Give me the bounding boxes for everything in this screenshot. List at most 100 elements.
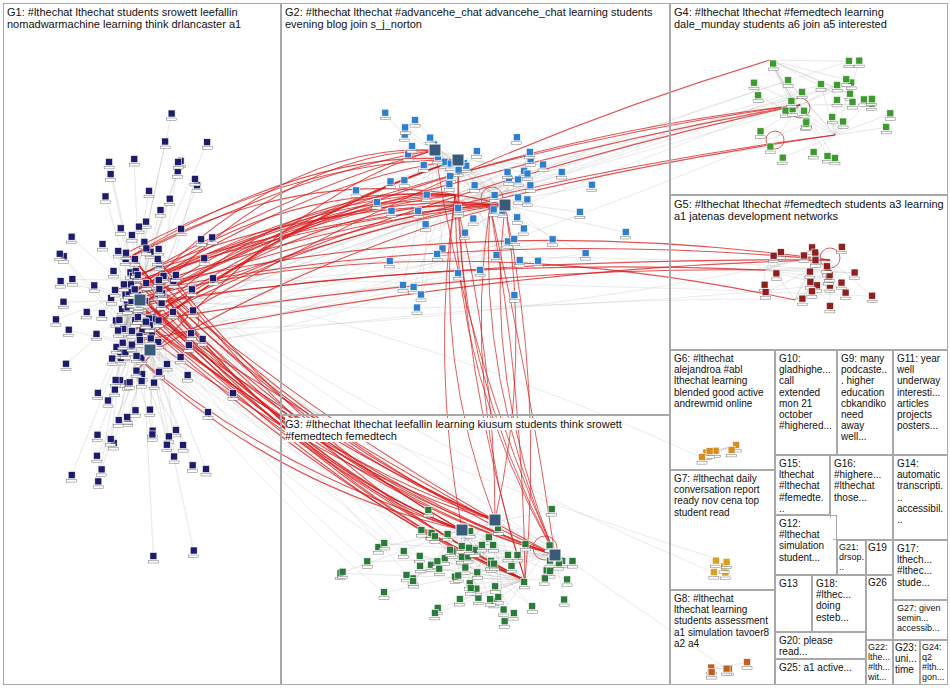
vertex (105, 397, 112, 404)
vertex (143, 218, 150, 225)
vertex (112, 377, 119, 384)
graph-red-edge (444, 195, 462, 530)
vertex-tag (822, 271, 832, 274)
vertex (818, 81, 825, 88)
vertex-tag (490, 591, 500, 594)
vertex-tag (697, 462, 707, 465)
group-label: G17: lthech... #lthec... stude... (897, 543, 944, 588)
vertex (520, 225, 527, 232)
vertex (422, 221, 429, 228)
vertex (131, 256, 138, 263)
vertex (111, 386, 118, 393)
vertex (164, 361, 171, 368)
vertex-tag (141, 326, 151, 329)
vertex (847, 90, 854, 97)
group-label: G15: lthechat #lthechat #femedte... (779, 458, 826, 514)
vertex (842, 289, 849, 296)
vertex (146, 406, 153, 413)
vertex (128, 341, 135, 348)
vertex (773, 270, 780, 277)
vertex-tag (122, 422, 132, 425)
vertex (834, 96, 841, 103)
graph-red-edge (137, 356, 463, 530)
vertex-tag (753, 100, 763, 103)
vertex-tag (468, 223, 478, 226)
graph-edge (435, 580, 525, 613)
vertex (131, 286, 138, 293)
group-label: G27: given semin... accessib... (897, 603, 944, 633)
vertex-tag (410, 125, 420, 128)
vertex-tag (575, 216, 585, 219)
graph-red-edge (481, 205, 525, 580)
vertex (102, 193, 109, 200)
vertex-tag (434, 573, 444, 576)
vertex-tag (509, 618, 519, 621)
vertex-tag (101, 201, 111, 204)
vertex (414, 304, 421, 311)
vertex-tag (379, 597, 389, 600)
group-label: G22: lthe... #lth... wit... (868, 642, 891, 682)
vertex-tag (778, 162, 788, 165)
vertex (493, 251, 500, 258)
vertex (851, 269, 858, 276)
group-label-wrap: G8: #lthechat lthechat learning students… (674, 593, 771, 649)
vertex-tag (768, 68, 778, 71)
vertex (789, 98, 796, 105)
vertex-tag (850, 277, 860, 280)
vertex (124, 414, 131, 421)
vertex (470, 215, 477, 222)
vertex-tag (113, 335, 123, 338)
vertex-tag (507, 570, 517, 573)
vertex (133, 367, 140, 374)
vertex-tag (466, 593, 476, 596)
vertex-tag (525, 156, 535, 159)
vertex-tag (493, 533, 503, 536)
self-loop (766, 131, 784, 149)
vertex (744, 659, 751, 666)
graph-edge (754, 83, 800, 105)
vertex (388, 207, 395, 214)
vertex-tag (824, 283, 834, 286)
vertex-tag (422, 199, 432, 202)
vertex (172, 426, 179, 433)
group-panel: G7: #lthechat daily conversation report … (670, 470, 775, 590)
vertex (163, 441, 170, 448)
graph-edge (765, 247, 842, 270)
group-label: G23: uni... time (895, 642, 918, 676)
vertex-tag (118, 347, 128, 350)
group-label: G18: #lthec... doing esteb... (816, 578, 862, 623)
vertex (466, 544, 473, 551)
graph-edge (770, 60, 846, 80)
vertex (458, 543, 465, 550)
vertex-tag (127, 240, 137, 243)
vertex-tag (705, 456, 715, 459)
vertex-tag (540, 583, 550, 586)
vertex (143, 318, 150, 325)
vertex (549, 236, 556, 243)
graph-red-edge (505, 205, 531, 580)
vertex (515, 194, 522, 201)
vertex (829, 113, 836, 120)
vertex (427, 134, 434, 141)
group-label: G1: #lthechat lthechat students srowett … (7, 6, 241, 30)
vertex (402, 124, 409, 131)
vertex-tag (64, 334, 74, 337)
graph-red-edge (138, 295, 462, 530)
vertex-tag (192, 190, 202, 193)
vertex-tag (162, 449, 172, 452)
graph-edge (770, 60, 850, 94)
vertex-tag (523, 178, 533, 181)
vertex (409, 143, 416, 150)
graph-edge (140, 283, 842, 308)
vertex (806, 268, 813, 275)
hub-vertex (549, 549, 561, 561)
vertex-tag (719, 571, 729, 574)
vertex-tag (519, 586, 529, 589)
group-panel: G4: #lthechat lthechat #femedtech learni… (670, 3, 948, 195)
vertex-tag (513, 202, 523, 205)
group-label-wrap: G20: please read... (779, 635, 862, 657)
group-label-wrap: G23: uni... time (895, 642, 918, 676)
vertex-tag (838, 126, 848, 129)
graph-edge (770, 60, 864, 100)
vertex-tag (787, 106, 797, 109)
